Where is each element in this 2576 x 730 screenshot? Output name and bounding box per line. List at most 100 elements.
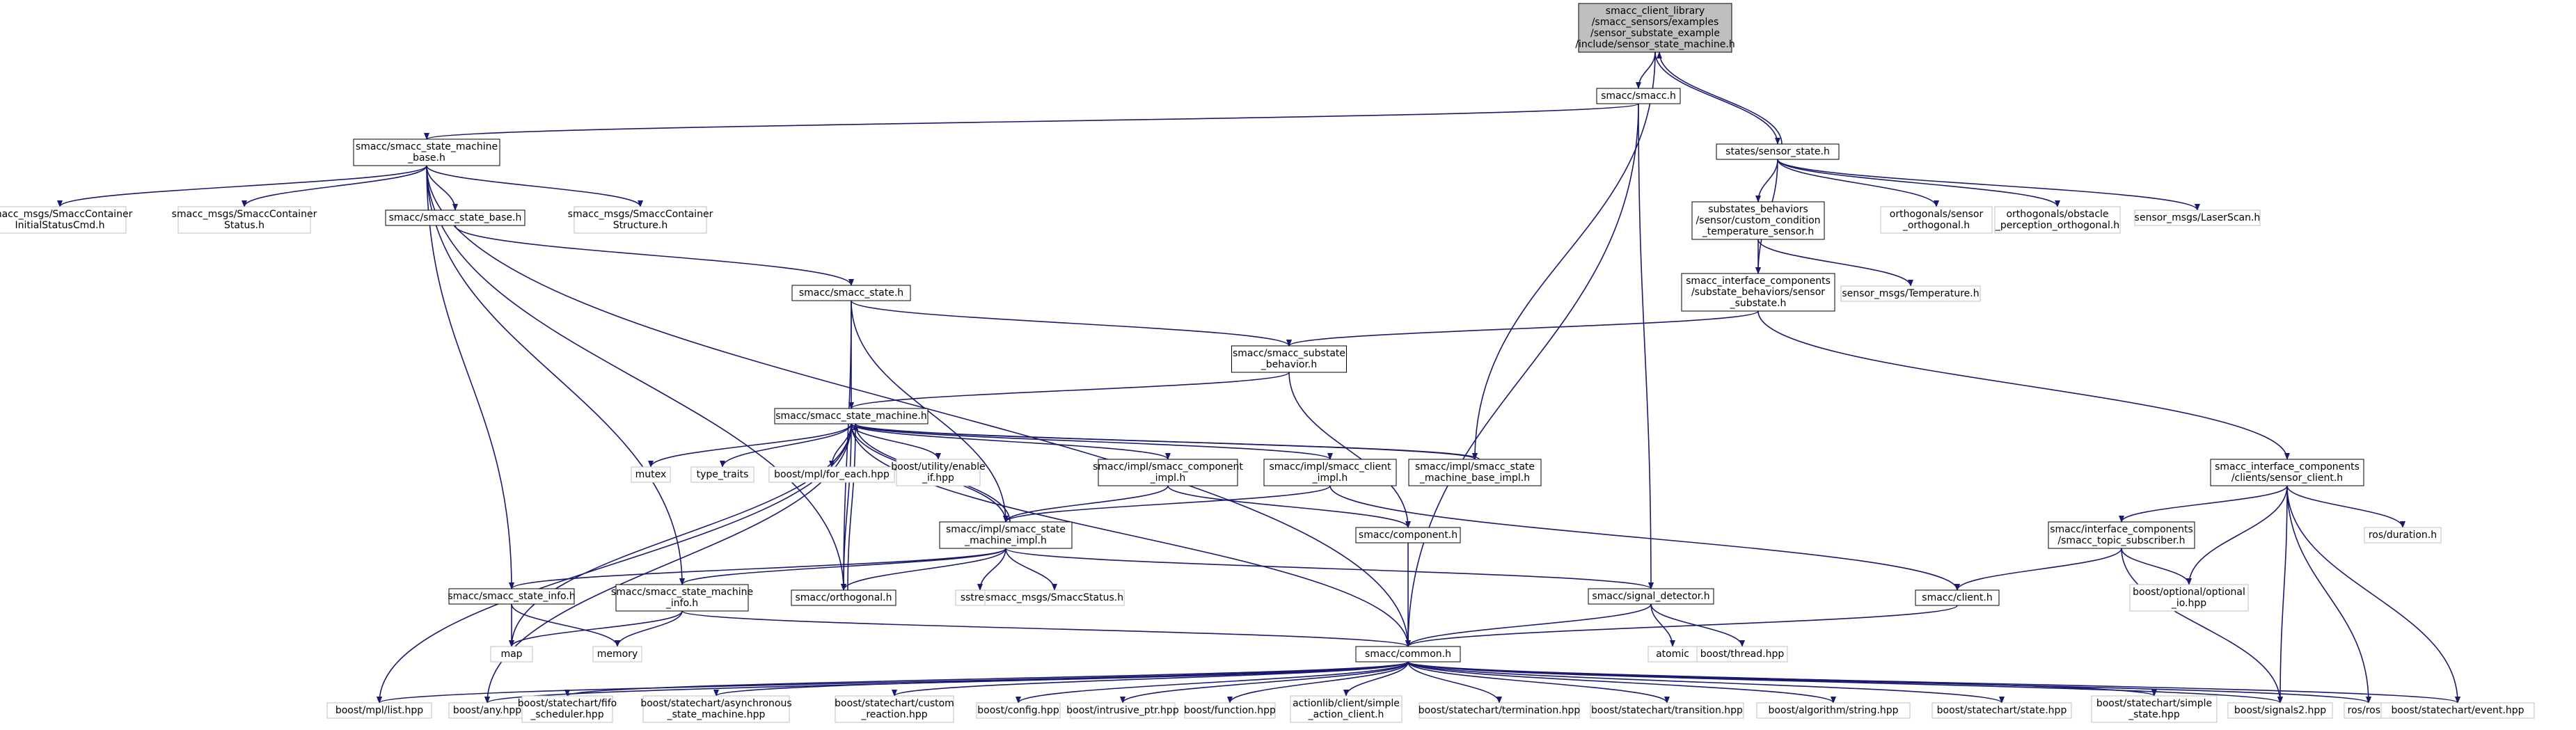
- graph-node-signal-detector[interactable]: smacc/signal_detector.h: [1588, 588, 1714, 605]
- edge-client-h-to-common-h: [1405, 605, 1958, 647]
- node-label: _state.hpp: [2128, 709, 2180, 720]
- node-box: [1756, 702, 1911, 719]
- node-label: smacc/smacc_state_machine: [611, 587, 753, 598]
- graph-node-orth-sensor: orthogonals/sensor_orthogonal.h: [1880, 206, 1993, 234]
- node-label: smacc_msgs/SmaccContainer: [0, 209, 133, 220]
- node-label: boost/any.hpp: [453, 705, 521, 716]
- graph-node-root[interactable]: smacc_client_library/smacc_sensors/examp…: [1575, 3, 1735, 53]
- edge-sensor-client-to-topic-sub: [2119, 485, 2288, 523]
- graph-node-topic-sub[interactable]: smacc/interface_components/smacc_topic_s…: [2048, 521, 2195, 549]
- graph-node-ros-duration: ros/duration.h: [2364, 527, 2442, 543]
- node-box: [1931, 702, 2072, 719]
- node-label: /sensor_substate_example: [1590, 28, 1720, 39]
- edge-substates-behaviors-to-temperature: [1757, 239, 1913, 287]
- node-label: Status.h: [224, 220, 264, 231]
- node-label: smacc/smacc_state_machine: [356, 141, 498, 152]
- graph-node-sm-base-h[interactable]: smacc/smacc_state_machine_base.h: [353, 138, 500, 166]
- node-label: _substate.h: [1730, 298, 1787, 309]
- edge-ic-substate-to-sensor-client: [1757, 310, 2290, 460]
- node-box: [1408, 459, 1542, 486]
- graph-node-state-info-h[interactable]: smacc/smacc_state_info.h: [448, 588, 576, 605]
- graph-node-client-impl[interactable]: smacc/impl/smacc_client_impl.h: [1263, 459, 1397, 486]
- node-label: boost/mpl/list.hpp: [335, 705, 423, 716]
- node-label: _state_machine.hpp: [667, 709, 766, 720]
- graph-node-comp-impl[interactable]: smacc/impl/smacc_component_impl.h: [1093, 459, 1243, 486]
- edge-sm-base-h-to-state-info-h: [426, 165, 514, 589]
- edge-sm-base-h-to-msgs-cmd: [57, 165, 427, 207]
- node-box: [2091, 695, 2218, 723]
- node-label: boost/thread.hpp: [1700, 649, 1785, 660]
- node-label: _io.hpp: [2171, 598, 2206, 609]
- node-box: [1880, 206, 1993, 234]
- graph-node-client-h[interactable]: smacc/client.h: [1915, 589, 2000, 606]
- node-box: [1691, 201, 1825, 240]
- edge-sensor-state-h-to-substates-behaviors: [1755, 159, 1778, 203]
- graph-node-smacc-state-h[interactable]: smacc/smacc_state.h: [791, 285, 911, 301]
- edge-ic-substate-to-substate-behavior-h: [1286, 310, 1759, 347]
- edge-comp-impl-to-sm-impl: [1003, 485, 1169, 523]
- graph-node-for-each: boost/mpl/for_each.hpp: [768, 466, 895, 483]
- node-label: smacc_msgs/SmaccContainer: [172, 209, 317, 220]
- node-box: [592, 646, 642, 662]
- node-box: [1355, 646, 1461, 662]
- graph-node-ic-substate[interactable]: smacc_interface_components/substate_beha…: [1681, 273, 1835, 312]
- graph-node-sm-info-h[interactable]: smacc/smacc_state_machine_info.h: [611, 584, 753, 612]
- graph-node-substates-behaviors[interactable]: substates_behaviors/sensor/custom_condit…: [1691, 201, 1825, 240]
- graph-node-substate-behavior-h[interactable]: smacc/smacc_substate_behavior.h: [1231, 345, 1347, 373]
- graph-node-state-base-h[interactable]: smacc/smacc_state_base.h: [385, 209, 526, 226]
- graph-node-orth-obstacle: orthogonals/obstacle_perception_orthogon…: [1994, 206, 2121, 234]
- graph-node-component-h[interactable]: smacc/component.h: [1355, 527, 1461, 543]
- graph-node-sm-base-impl[interactable]: smacc/impl/smacc_state_machine_base_impl…: [1408, 459, 1542, 486]
- node-label: boost/statechart/event.hpp: [2391, 705, 2524, 716]
- edge-sm-base-h-to-state-base-h: [426, 165, 458, 211]
- node-box: [177, 206, 311, 234]
- edge-signal-detector-to-thread: [1650, 603, 1745, 647]
- node-label: smacc/smacc_state_info.h: [448, 591, 575, 602]
- graph-node-laserscan: sensor_msgs/LaserScan.h: [2134, 209, 2261, 226]
- node-box: [1419, 702, 1580, 719]
- edge-sensor-client-to-optional-io: [2186, 485, 2288, 585]
- node-label: InitialStatusCmd.h: [15, 220, 105, 231]
- edge-common-h-to-ros-h: [1407, 661, 2371, 704]
- node-label: boost/statechart/termination.hpp: [1419, 705, 1581, 716]
- node-label: boost/utility/enable: [891, 461, 986, 473]
- graph-node-enable-if: boost/utility/enable_if.hpp: [891, 459, 986, 486]
- node-label: boost/statechart/custom: [835, 698, 954, 709]
- graph-node-mpl-list: boost/mpl/list.hpp: [326, 702, 432, 719]
- node-label: smacc/impl/smacc_component: [1093, 461, 1243, 473]
- node-label: _impl.h: [1312, 473, 1348, 484]
- graph-node-transition: boost/statechart/transition.hpp: [1590, 702, 1744, 719]
- graph-node-fifo: boost/statechart/fifo_scheduler.hpp: [518, 695, 617, 723]
- node-label: /smacc_sensors/examples: [1592, 17, 1719, 28]
- node-label: smacc_msgs/SmaccStatus.h: [986, 592, 1123, 603]
- node-box: [1915, 589, 2000, 606]
- node-box: [1184, 702, 1276, 719]
- graph-node-termination: boost/statechart/termination.hpp: [1419, 702, 1581, 719]
- edge-sensor-client-to-ros-duration: [2286, 485, 2405, 528]
- node-label: boost/intrusive_ptr.hpp: [1066, 705, 1179, 716]
- graph-node-type-traits: type_traits: [690, 466, 754, 483]
- edge-smacc-state-h-to-substate-behavior-h: [851, 300, 1292, 347]
- node-box: [1070, 702, 1176, 719]
- node-box: [2227, 702, 2333, 719]
- graph-node-sm-impl[interactable]: smacc/impl/smacc_state_machine_impl.h: [939, 521, 1073, 549]
- node-box: [896, 459, 981, 486]
- graph-node-config: boost/config.hpp: [976, 702, 1061, 719]
- graph-node-sm-h[interactable]: smacc/smacc_state_machine.h: [774, 408, 929, 424]
- graph-node-sensor-state-h[interactable]: states/sensor_state.h: [1716, 143, 1840, 160]
- graph-node-common-h[interactable]: smacc/common.h: [1355, 646, 1461, 662]
- graph-node-msgs-cmd: smacc_msgs/SmaccContainerInitialStatusCm…: [0, 206, 133, 234]
- edge-sm-info-h-to-common-h: [681, 610, 1411, 647]
- node-label: /clients/sensor_client.h: [2231, 473, 2343, 484]
- node-box: [521, 695, 613, 723]
- edge-state-info-h-to-memory: [511, 603, 620, 647]
- graph-node-sensor-client[interactable]: smacc_interface_components/clients/senso…: [2210, 459, 2364, 486]
- graph-node-smacc-h[interactable]: smacc/smacc.h: [1596, 88, 1681, 104]
- graph-node-orthogonal-h[interactable]: smacc/orthogonal.h: [791, 589, 896, 606]
- edge-client-impl-to-client-h: [1329, 485, 1960, 591]
- edge-common-h-to-custom-reaction: [892, 661, 1409, 697]
- edge-sm-h-to-common-h: [851, 423, 1411, 647]
- graph-node-async-sm: boost/statechart/asynchronous_state_mach…: [640, 695, 792, 723]
- node-box: [939, 521, 1073, 549]
